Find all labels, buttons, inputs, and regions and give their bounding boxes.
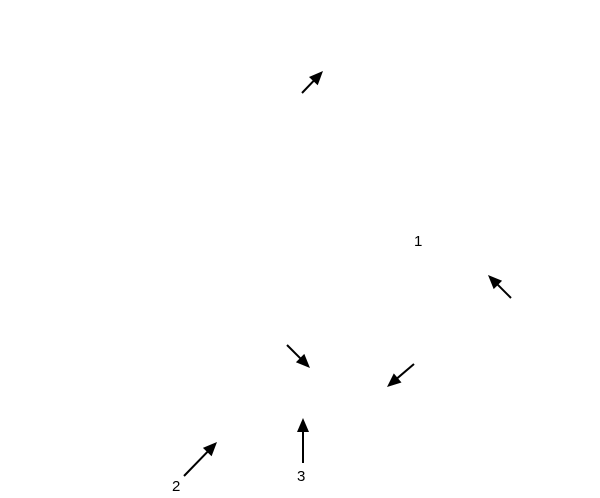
arrow-head	[488, 275, 503, 290]
arrow-shaft	[286, 344, 302, 360]
label-2: 2	[172, 478, 180, 495]
arrow-shaft	[301, 79, 315, 94]
arrow-head	[295, 353, 310, 368]
arrow-up-right-icon	[301, 71, 323, 94]
arrow-up-icon	[297, 418, 309, 463]
arrow-down-right-icon	[286, 344, 310, 368]
arrow-shaft	[496, 283, 512, 299]
arrow-shaft	[396, 363, 415, 380]
arrow-head	[387, 373, 402, 387]
label-3: 3	[297, 468, 305, 485]
label-1: 1	[414, 233, 422, 250]
arrows-layer	[183, 71, 512, 477]
arrow-up-left-icon	[488, 275, 512, 299]
arrow-head	[309, 71, 323, 86]
arrow-down-left-icon	[387, 363, 415, 387]
arrow-head	[297, 418, 309, 432]
arrow-up-right-icon	[183, 442, 217, 477]
arrow-head	[202, 442, 217, 457]
labels-layer: 1 2 3	[172, 233, 422, 495]
arrow-shaft	[183, 450, 209, 477]
